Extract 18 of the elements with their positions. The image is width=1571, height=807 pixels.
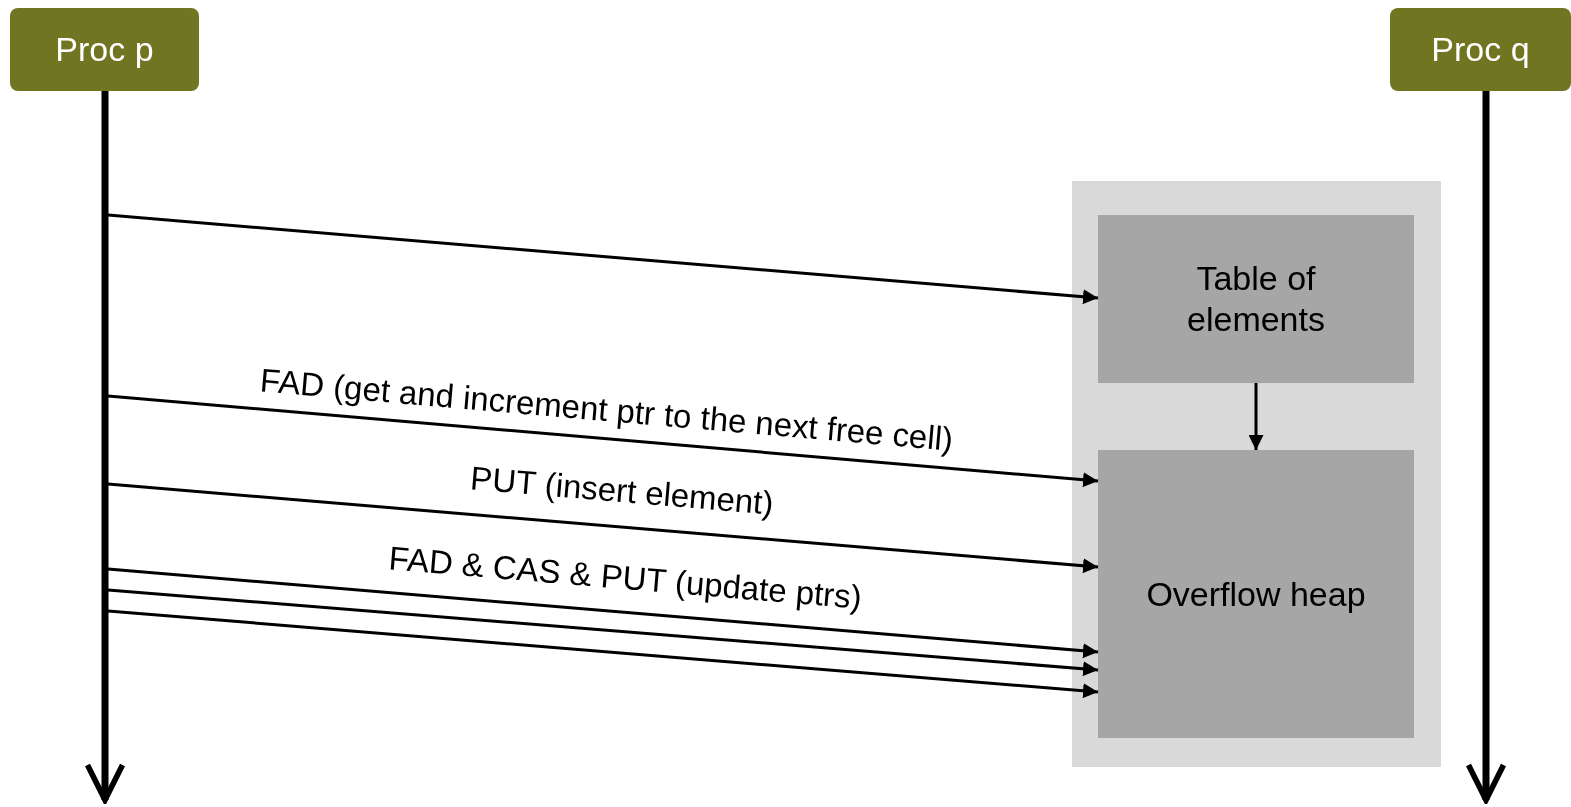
heap-box [1098,450,1414,738]
message-arrow [107,609,1099,699]
process-box [1390,8,1571,91]
process-box [10,8,199,91]
node-label: Table of elements [1186,258,1326,340]
lifeline-arrow [1465,91,1507,803]
message-arrow [107,394,1099,488]
message-arrow [1248,383,1264,450]
message-arrow [107,482,1099,574]
lifeline-arrow [84,91,126,803]
message-arrow [107,588,1099,677]
node-label: Overflow heap [1146,573,1366,615]
message-arrow [107,213,1099,305]
table-box [1098,215,1414,383]
node-label: Proc p [55,29,154,70]
node-label: Proc q [1431,29,1530,70]
message-arrow [107,567,1099,659]
memory-panel [1072,181,1441,767]
